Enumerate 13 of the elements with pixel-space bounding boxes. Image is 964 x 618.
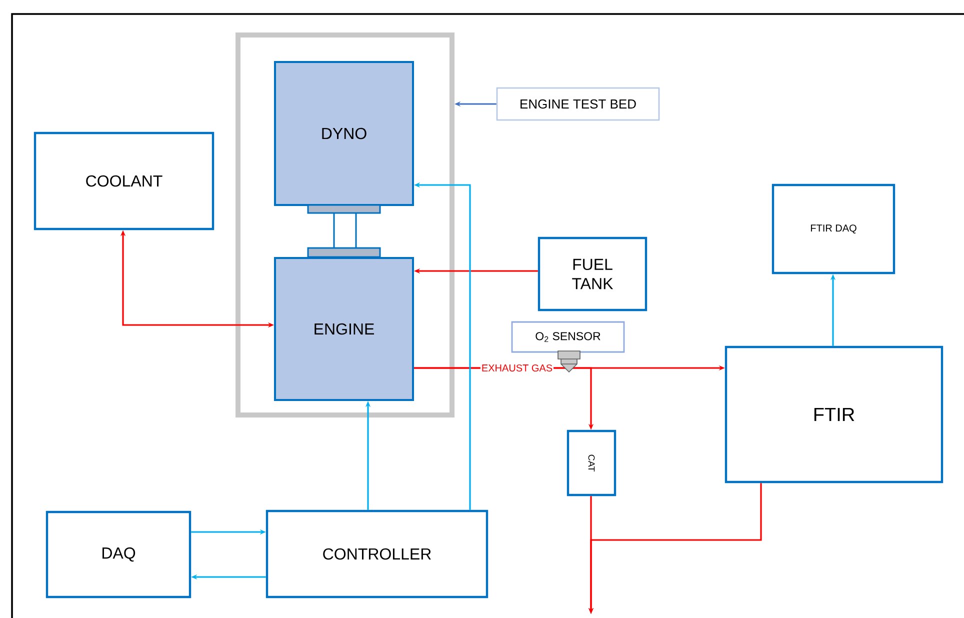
catalyst-box: CAT — [566, 430, 616, 496]
equipment-box: FUEL TANK — [538, 236, 648, 312]
equipment-box: CONTROLLER — [266, 510, 488, 598]
callout-box: ENGINE TEST BED — [496, 87, 660, 121]
machine-box: DYNO — [274, 61, 414, 206]
equipment-box: DAQ — [46, 510, 192, 598]
sensor-label-box: O$_{2}$ SENSOR — [511, 321, 625, 353]
test-bed-frame — [236, 32, 454, 418]
equipment-box: FTIR DAQ — [772, 184, 896, 274]
edge-label: EXHAUST GAS — [480, 363, 554, 373]
equipment-box: FTIR — [724, 346, 944, 484]
machine-box: ENGINE — [274, 257, 414, 401]
equipment-box: COOLANT — [34, 132, 214, 230]
